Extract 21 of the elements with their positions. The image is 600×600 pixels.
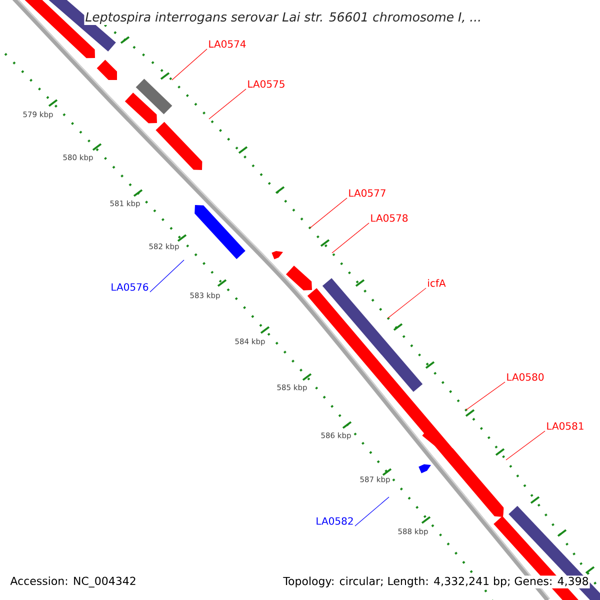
gene-label: LA0582 bbox=[316, 517, 353, 525]
leader-line bbox=[388, 288, 426, 318]
leader-line bbox=[354, 496, 390, 526]
gene-label: LA0577 bbox=[349, 189, 386, 197]
leader-line bbox=[466, 382, 506, 410]
leader-line bbox=[208, 88, 246, 120]
gene-label: LA0575 bbox=[248, 80, 284, 88]
leader-line bbox=[172, 48, 208, 80]
leader-line bbox=[332, 222, 370, 254]
gene-label: icfA bbox=[428, 279, 446, 287]
gene-label: LA0581 bbox=[547, 422, 584, 430]
accession-label: Accession: NC_004342 bbox=[10, 576, 136, 588]
leader-line bbox=[150, 260, 184, 292]
topology-label: Topology: circular; Length: 4,332,241 bp; Genes: 4,398 bbox=[282, 576, 590, 588]
leader-line bbox=[506, 430, 546, 460]
gene-label: LA0580 bbox=[507, 373, 544, 381]
gene-label: LA0576 bbox=[112, 283, 148, 291]
gene-label: LA0574 bbox=[209, 40, 246, 48]
leader-line bbox=[310, 198, 348, 228]
gene-label: LA0578 bbox=[371, 214, 408, 222]
title: Leptospira interrogans serovar Lai str. 56601 chromosome I, ... bbox=[84, 10, 483, 26]
